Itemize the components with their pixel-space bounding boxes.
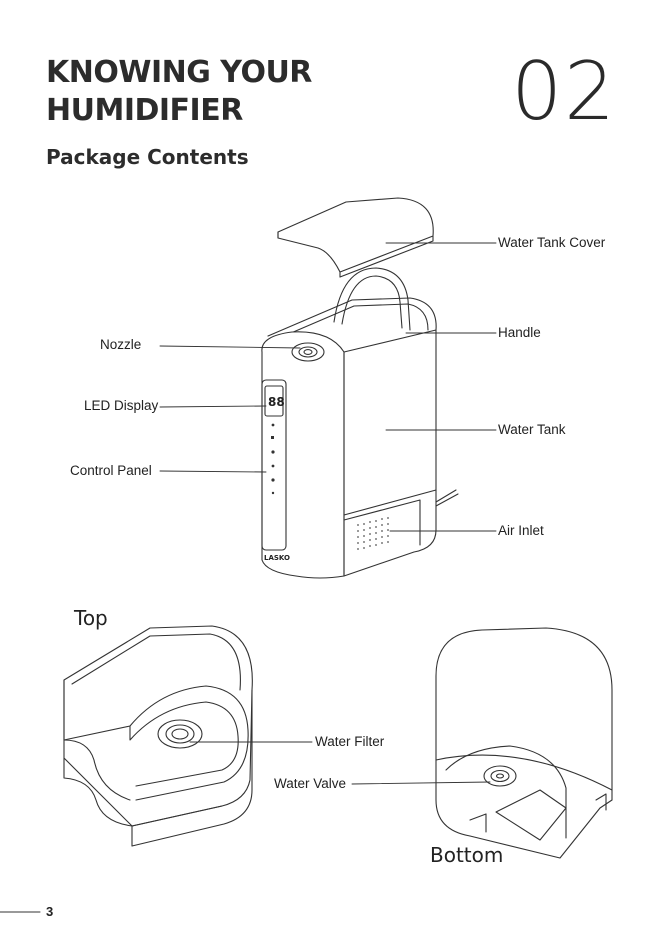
air-inlet-grille [357, 517, 389, 550]
nozzle-drawing [292, 343, 324, 361]
label-water-valve: Water Valve [274, 776, 346, 791]
water-valve-drawing [484, 766, 516, 786]
humidifier-illustration: 88 LASKO [262, 198, 458, 578]
label-handle: Handle [498, 325, 541, 340]
page-number: 3 [46, 904, 53, 919]
label-led-display: LED Display [84, 398, 158, 413]
label-nozzle: Nozzle [100, 337, 141, 352]
top-view-illustration [64, 626, 252, 846]
bottom-view-illustration [436, 628, 612, 858]
water-filter-drawing [158, 720, 202, 748]
bottom-view-label: Bottom [430, 843, 503, 867]
label-water-tank-cover: Water Tank Cover [498, 235, 605, 250]
brand-mark: LASKO [264, 554, 290, 562]
label-air-inlet: Air Inlet [498, 523, 544, 538]
label-control-panel: Control Panel [70, 463, 152, 478]
label-water-tank: Water Tank [498, 422, 566, 437]
top-view-label: Top [74, 606, 108, 630]
water-tank-cover-drawing [278, 198, 433, 277]
label-water-filter: Water Filter [315, 734, 384, 749]
display-digits: 88 [268, 395, 285, 409]
